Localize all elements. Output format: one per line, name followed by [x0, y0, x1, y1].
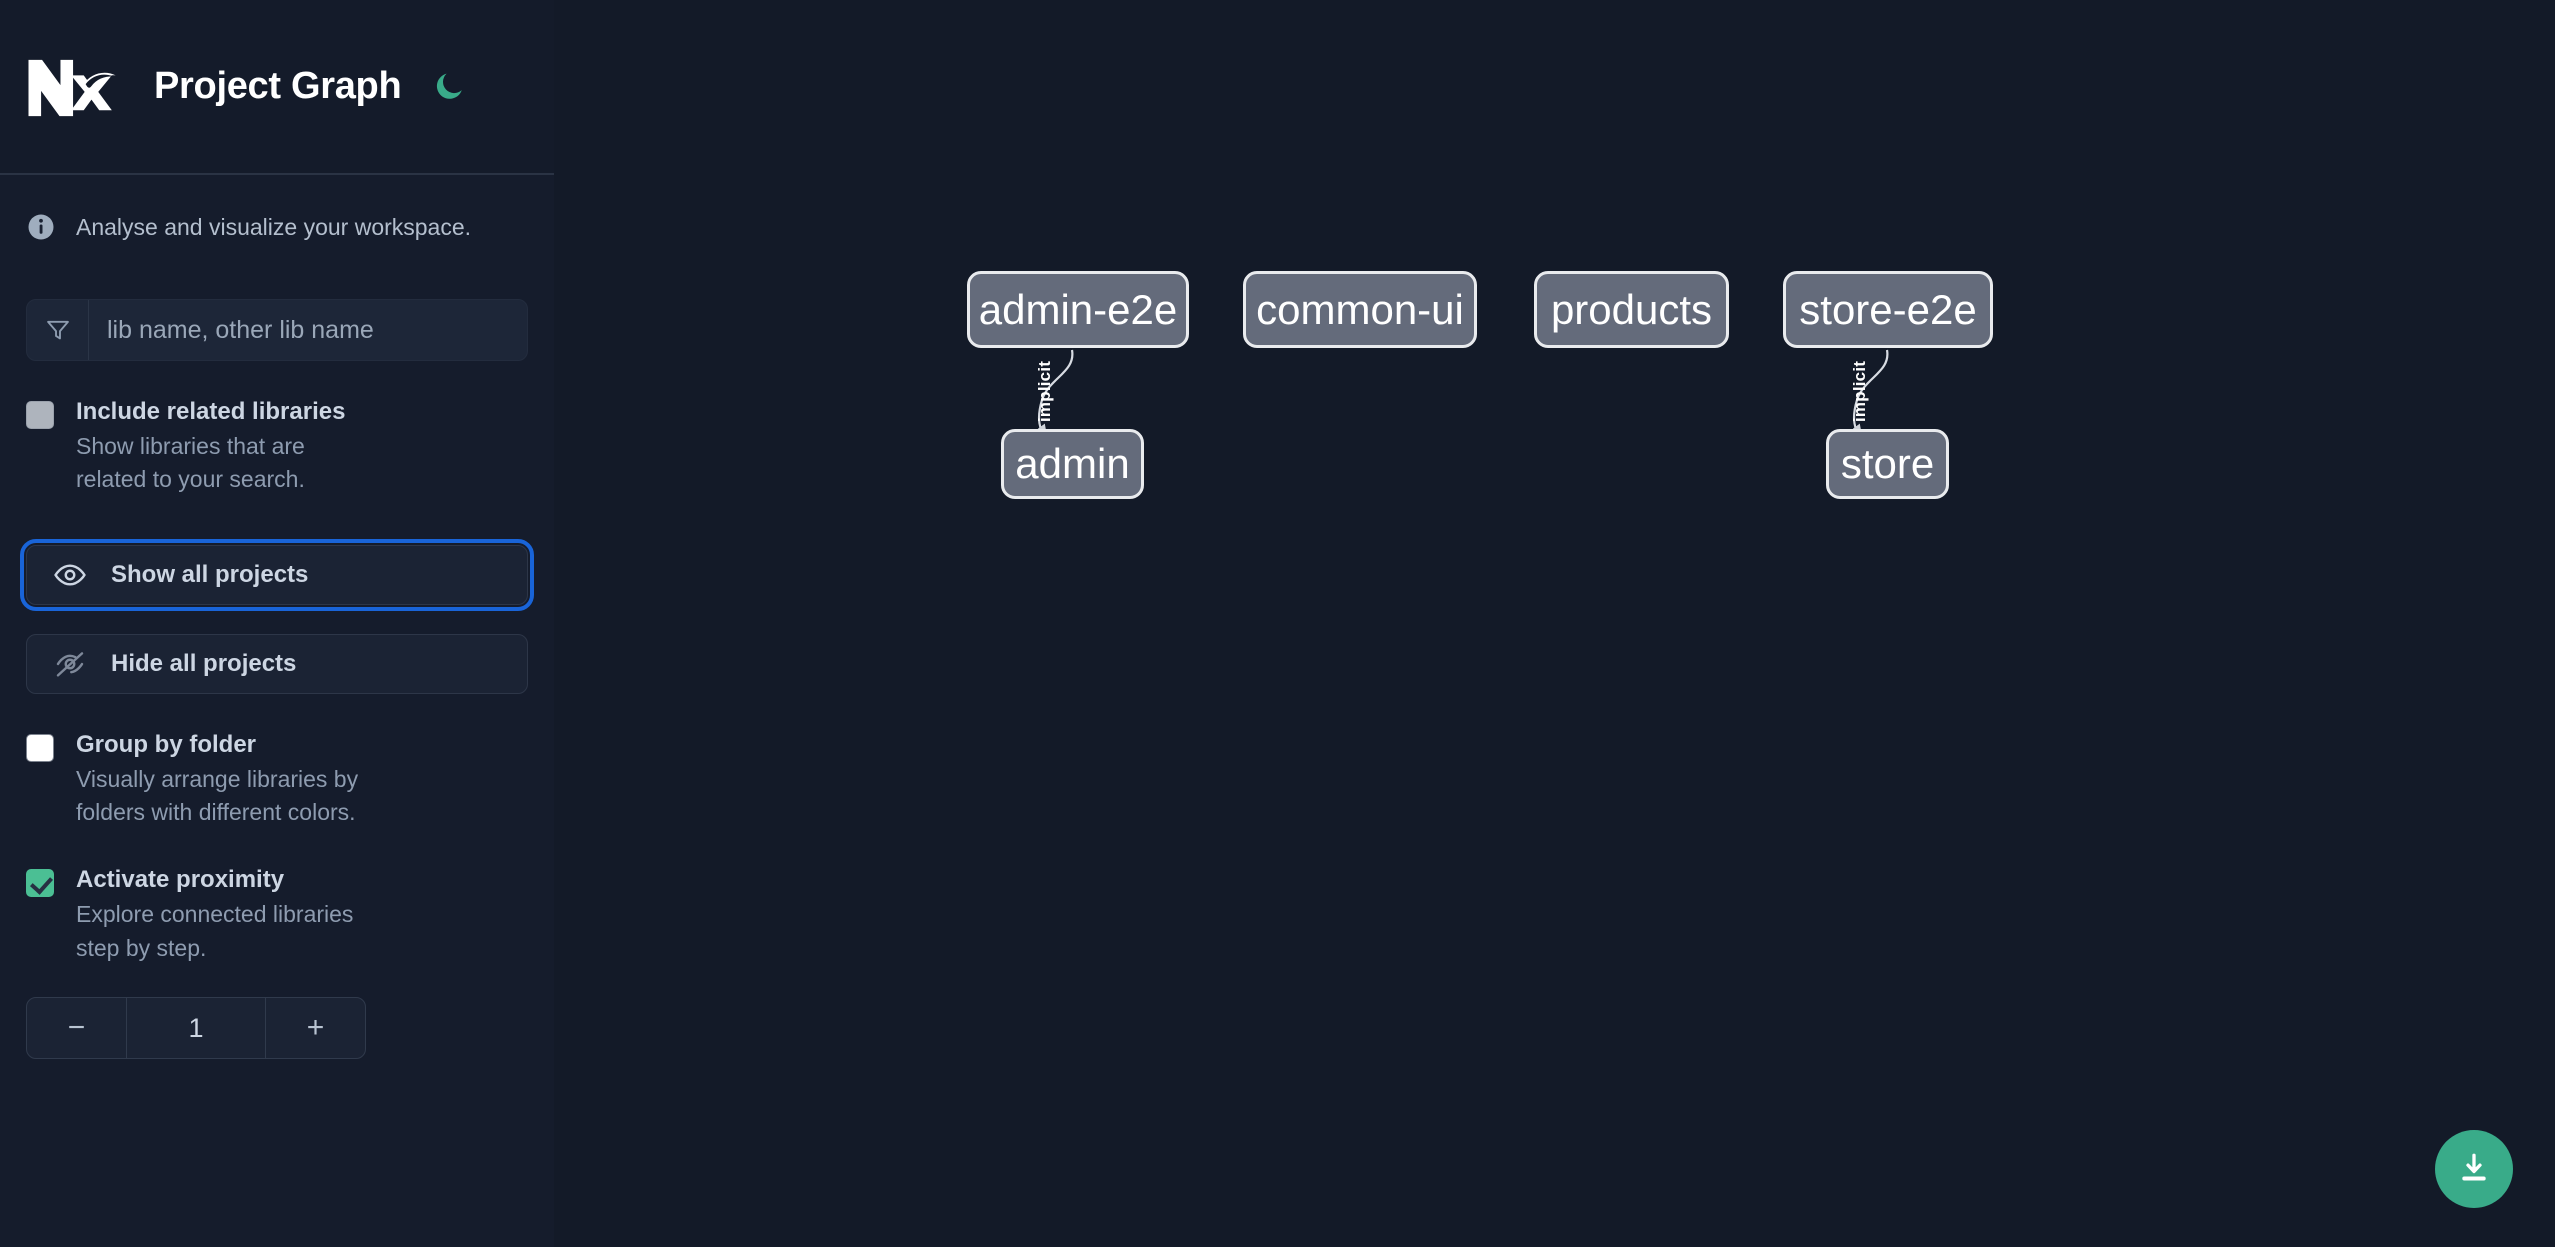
eye-icon — [53, 558, 87, 592]
activate-proximity-checkbox[interactable] — [26, 869, 54, 898]
option-description: Show libraries that are related to your … — [76, 433, 305, 493]
graph-node-label: common-ui — [1256, 285, 1464, 333]
show-all-projects-label: Show all projects — [111, 560, 309, 588]
nx-logo — [26, 56, 124, 118]
tagline-text: Analyse and visualize your workspace. — [76, 213, 472, 240]
tagline: Analyse and visualize your workspace. — [0, 175, 554, 245]
graph-node-store-e2e[interactable]: store-e2e — [1783, 271, 1993, 348]
option-text: Include related libraries Show libraries… — [76, 397, 376, 497]
graph-node-label: admin-e2e — [978, 285, 1178, 333]
proximity-stepper[interactable]: − 1 + — [26, 997, 366, 1060]
option-description: Explore connected libraries step by step… — [76, 901, 354, 961]
option-activate-proximity[interactable]: Activate proximity Explore connected lib… — [26, 865, 528, 965]
option-group-by-folder[interactable]: Group by folder Visually arrange librari… — [26, 730, 528, 830]
info-icon — [26, 212, 56, 242]
search-field[interactable] — [26, 299, 528, 361]
graph-node-store[interactable]: store — [1826, 429, 1949, 499]
option-text: Activate proximity Explore connected lib… — [76, 865, 376, 965]
graph-canvas[interactable]: admin-e2e common-ui products store-e2e a… — [554, 0, 2555, 1247]
sidebar-body: Include related libraries Show libraries… — [0, 299, 554, 1060]
hide-all-projects-label: Hide all projects — [111, 649, 297, 677]
download-icon — [2456, 1150, 2492, 1189]
graph-node-label: products — [1550, 285, 1713, 333]
include-related-libraries-checkbox[interactable] — [26, 401, 54, 429]
graph-node-label: admin — [1015, 440, 1130, 487]
hide-all-projects-button[interactable]: Hide all projects — [26, 633, 528, 694]
graph-node-label: store — [1840, 440, 1935, 487]
show-all-projects-button[interactable]: Show all projects — [20, 538, 534, 611]
page-title: Project Graph — [154, 65, 402, 107]
edge-label-store-e2e-store: implicit — [1850, 360, 1869, 422]
action-buttons: Show all projects Hide all projects — [20, 538, 534, 694]
sidebar-header: Project Graph — [0, 0, 554, 175]
group-by-folder-checkbox[interactable] — [26, 733, 54, 762]
edge-label-admin-e2e-admin: implicit — [1035, 360, 1054, 422]
option-text: Group by folder Visually arrange librari… — [76, 730, 376, 830]
option-include-related-libraries[interactable]: Include related libraries Show libraries… — [26, 397, 528, 497]
graph-node-label: store-e2e — [1799, 285, 1977, 333]
eye-off-icon — [53, 647, 87, 681]
graph-node-admin-e2e[interactable]: admin-e2e — [967, 271, 1189, 348]
proximity-increment-button[interactable]: + — [265, 998, 365, 1059]
graph-edges — [1032, 349, 1889, 441]
graph-node-products[interactable]: products — [1534, 271, 1729, 348]
graph-node-common-ui[interactable]: common-ui — [1243, 271, 1477, 348]
moon-icon[interactable] — [429, 67, 469, 107]
proximity-value: 1 — [188, 1012, 204, 1043]
filter-icon — [27, 300, 89, 360]
sidebar: Project Graph Analyse and visualize your… — [0, 0, 554, 1247]
option-description: Visually arrange libraries by folders wi… — [76, 765, 359, 826]
option-label: Activate proximity — [76, 866, 285, 894]
search-input[interactable] — [89, 300, 527, 360]
proximity-decrement-button[interactable]: − — [27, 998, 127, 1059]
graph-node-admin[interactable]: admin — [1001, 429, 1144, 499]
option-label: Group by folder — [76, 730, 256, 758]
option-label: Include related libraries — [76, 398, 346, 425]
download-button[interactable] — [2435, 1130, 2513, 1208]
